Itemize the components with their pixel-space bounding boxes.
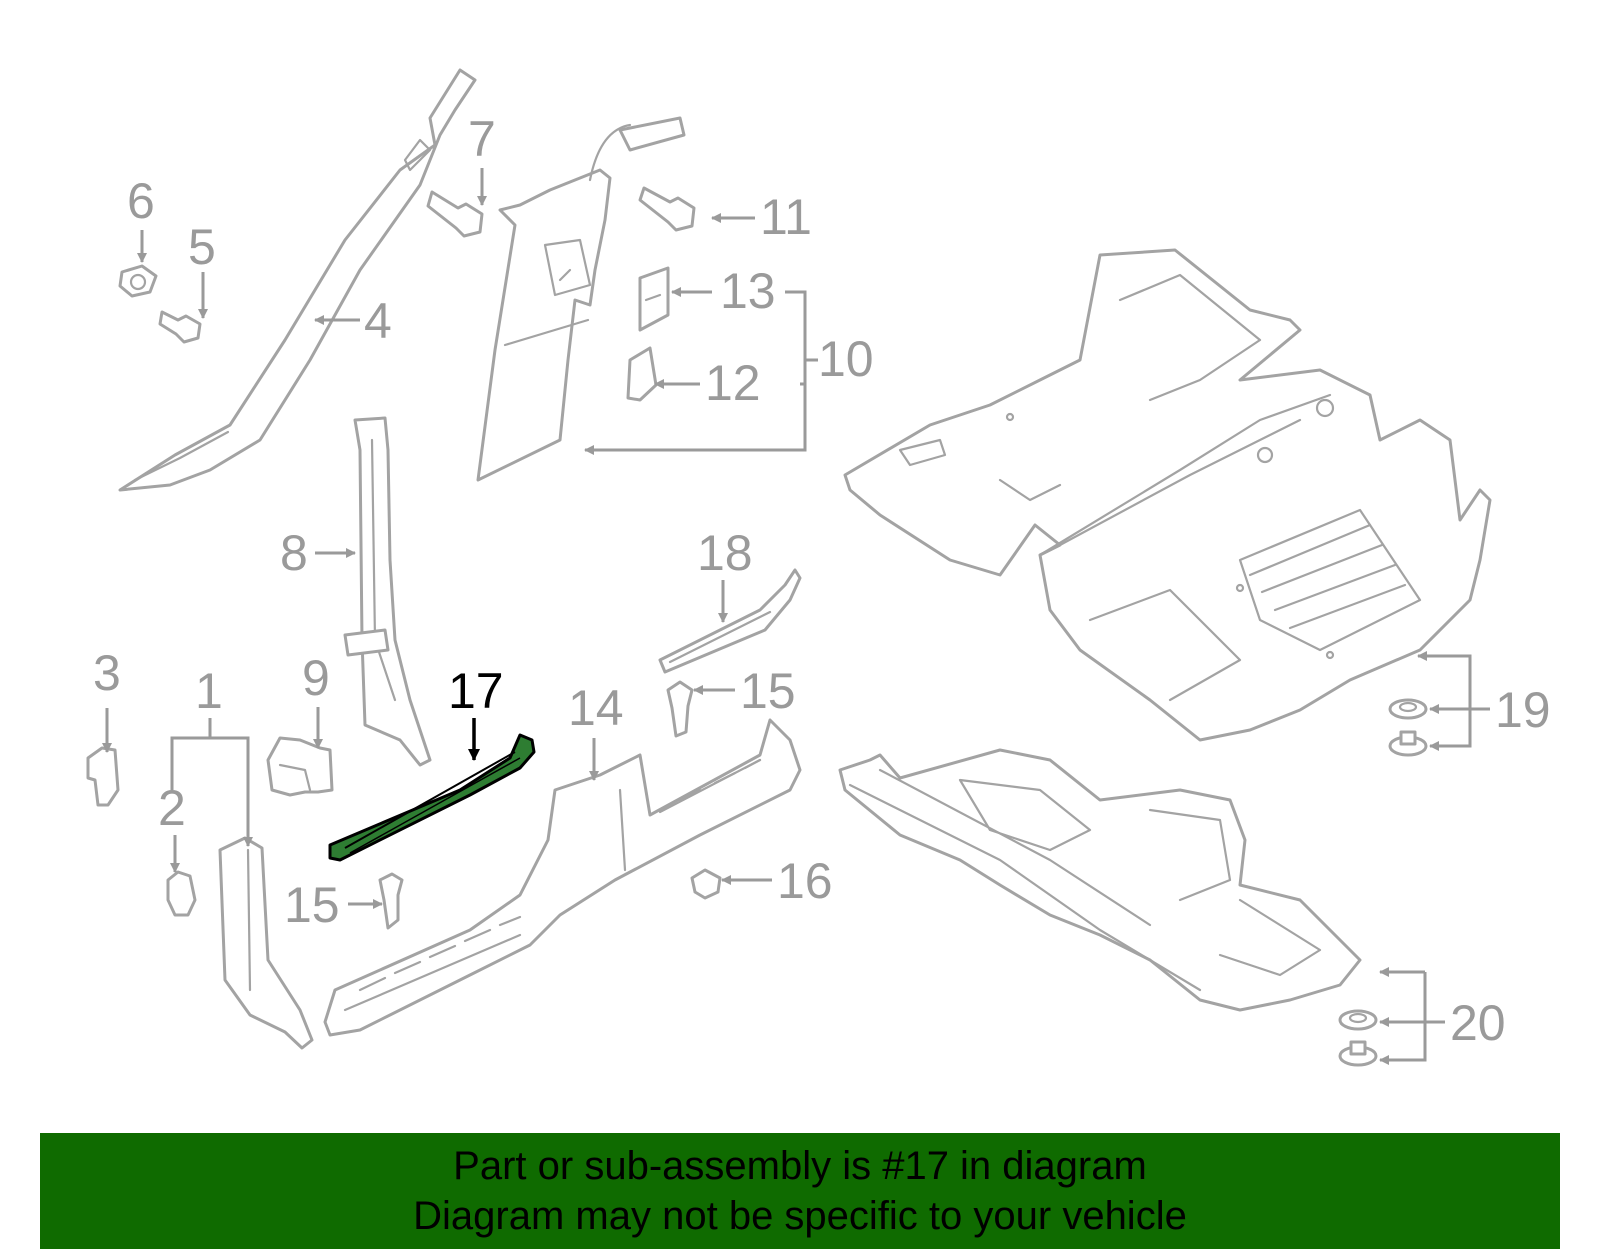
part-11-bolt <box>638 186 696 232</box>
part-16-grommet <box>690 868 722 900</box>
callout-1: 1 <box>195 663 223 719</box>
part-2-clip <box>166 870 197 917</box>
part-10-b-pillar-trim <box>476 116 686 482</box>
part-14-scuff-panel <box>323 718 802 1037</box>
callout-16: 16 <box>777 853 833 909</box>
part-13-bracket <box>638 266 670 332</box>
part-7-bolt <box>426 190 484 238</box>
banner-line-disclaimer: Diagram may not be specific to your vehi… <box>413 1194 1187 1238</box>
part-6-clip <box>118 264 158 298</box>
callout-17-highlighted: 17 <box>448 663 504 719</box>
callout-14: 14 <box>568 680 624 736</box>
leader-lines <box>102 168 1490 1065</box>
part-20-floor-mat <box>838 748 1362 1012</box>
part-15-push-pin-upper <box>666 680 694 738</box>
part-3-clip <box>86 746 120 807</box>
callout-7: 7 <box>468 111 496 167</box>
callout-6: 6 <box>127 173 155 229</box>
callout-10: 10 <box>818 331 874 387</box>
part-12-bracket <box>626 346 658 402</box>
part-15-push-pin-lower <box>378 872 404 930</box>
callout-15-upper: 15 <box>740 663 796 719</box>
part-19-fasteners <box>1388 698 1428 757</box>
parts-diagram: 6 5 4 7 11 13 10 12 8 9 3 1 2 15 14 18 1… <box>86 68 1551 1067</box>
callout-4: 4 <box>364 293 392 349</box>
callout-3: 3 <box>93 645 121 701</box>
callout-15-lower: 15 <box>284 877 340 933</box>
part-4-a-pillar-trim <box>118 68 477 492</box>
callout-13: 13 <box>720 263 776 319</box>
info-banner: Part or sub-assembly is #17 in diagram D… <box>40 1133 1560 1249</box>
banner-line-part: Part or sub-assembly is #17 in diagram <box>453 1144 1147 1188</box>
part-1-kick-panel <box>218 836 314 1050</box>
part-9-clip <box>266 736 334 797</box>
callout-18: 18 <box>697 525 753 581</box>
callout-12: 12 <box>705 355 761 411</box>
part-19-floor-carpet <box>843 248 1492 742</box>
callout-11: 11 <box>760 189 812 245</box>
part-8-pillar-lower-trim <box>343 416 432 767</box>
callout-19: 19 <box>1495 682 1551 738</box>
part-20-fasteners <box>1338 1009 1378 1067</box>
callout-8: 8 <box>280 525 308 581</box>
callout-9: 9 <box>302 650 330 706</box>
callout-20: 20 <box>1450 995 1506 1051</box>
part-5-bolt <box>158 310 202 344</box>
part-17-scuff-plate-highlighted <box>328 733 536 862</box>
callout-2: 2 <box>158 780 186 836</box>
callout-5: 5 <box>188 219 216 275</box>
part-18-sill-plate <box>658 568 802 674</box>
